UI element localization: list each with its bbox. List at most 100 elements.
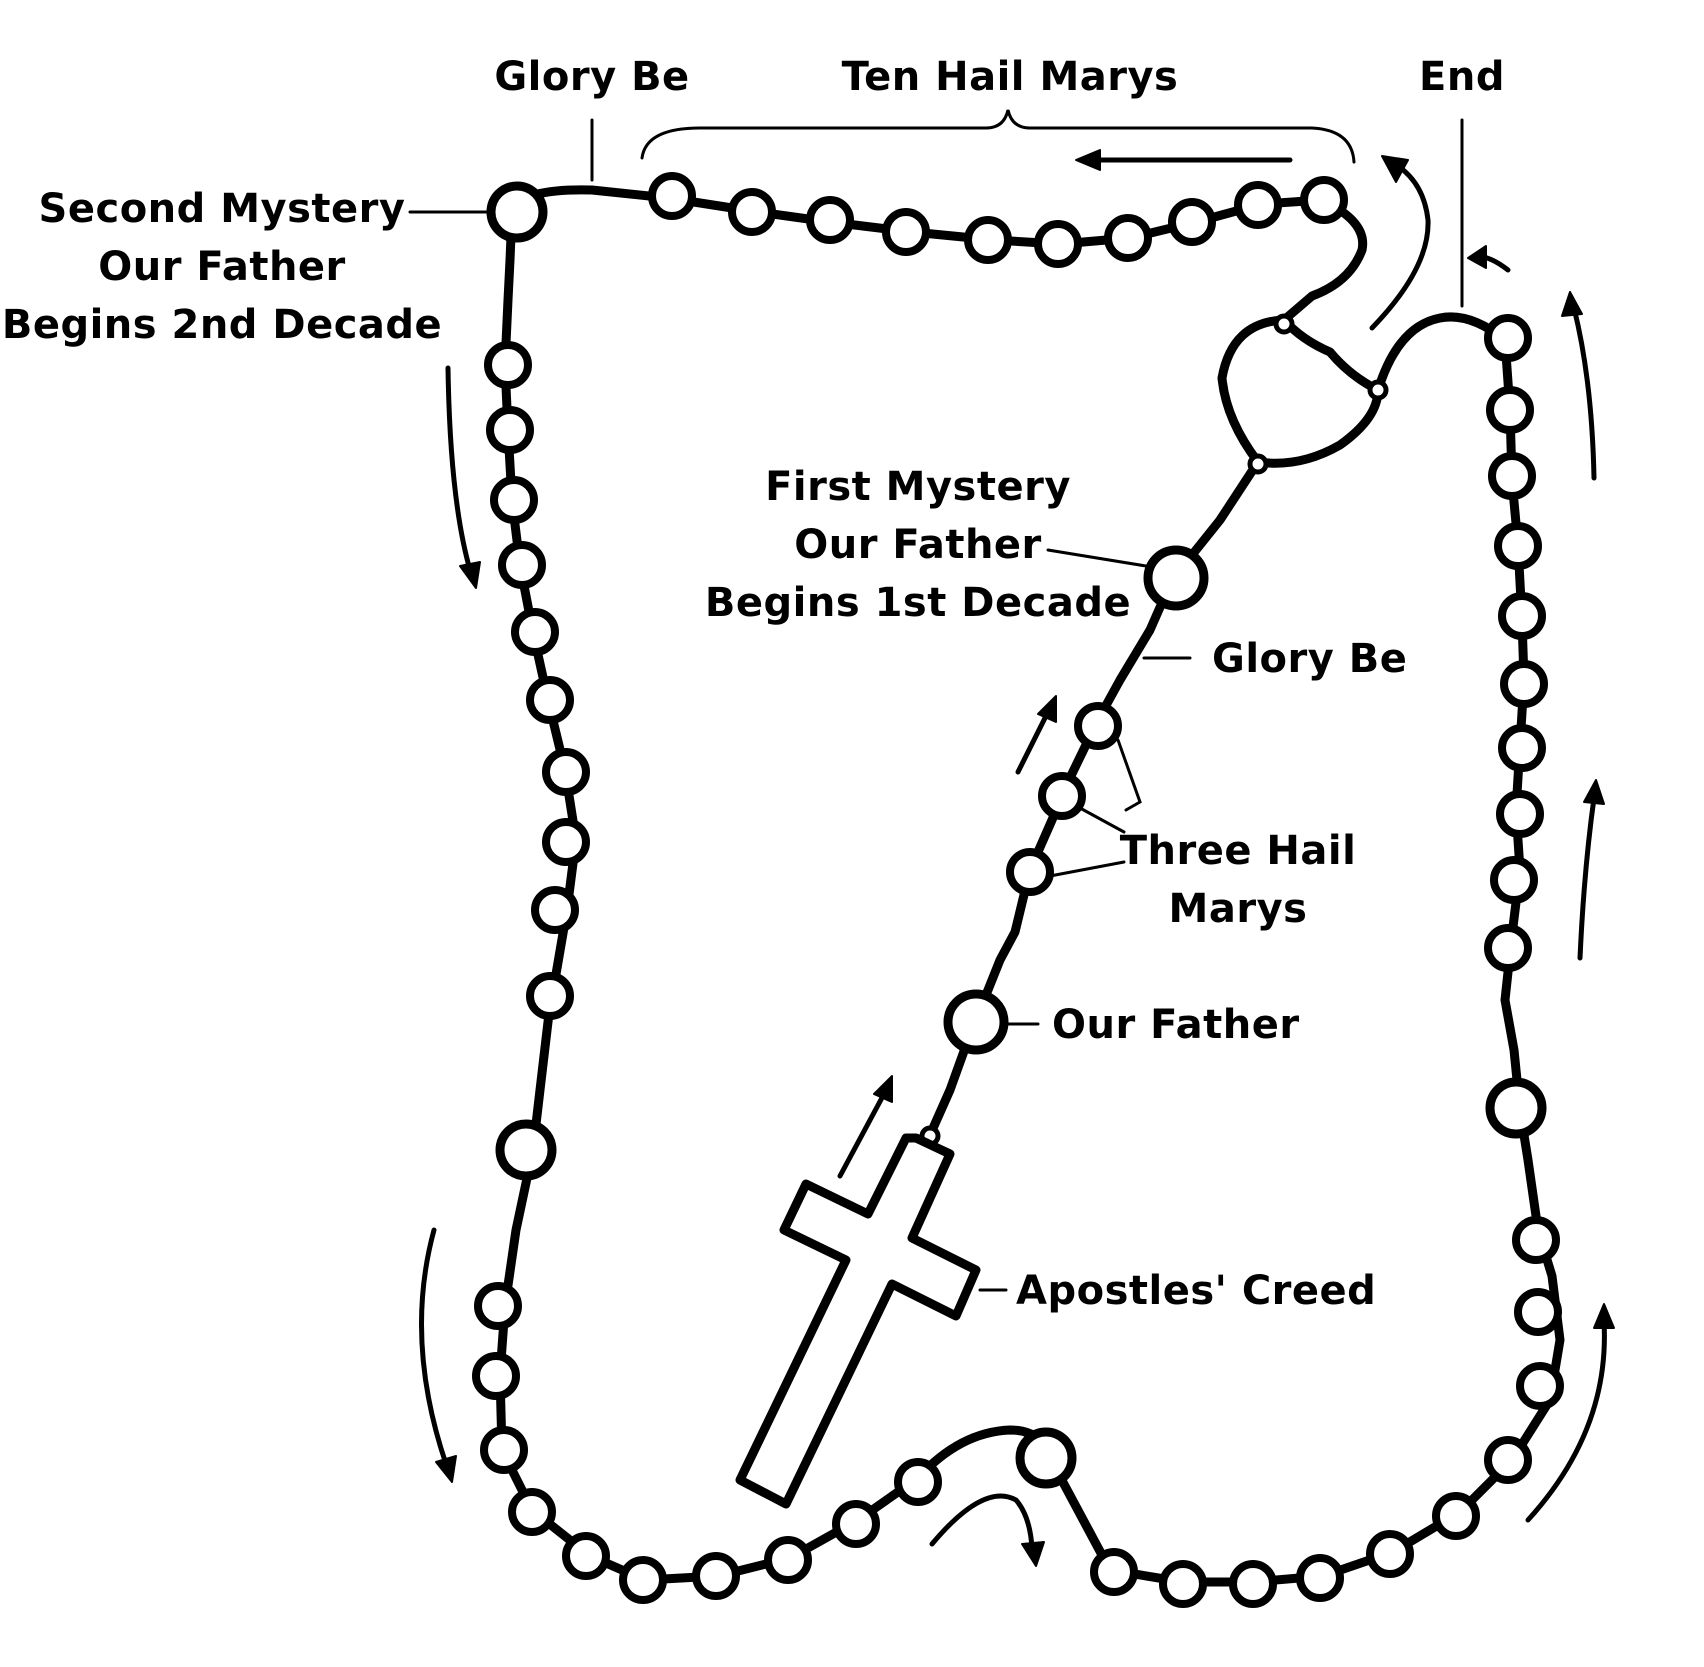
arrowhead-icon bbox=[873, 1075, 893, 1103]
bead bbox=[1496, 790, 1544, 838]
arrow-up-icon bbox=[1577, 795, 1597, 961]
arrow-down-icon bbox=[419, 1227, 449, 1467]
bead bbox=[882, 208, 930, 256]
bead bbox=[764, 1536, 812, 1584]
bead bbox=[1229, 1560, 1277, 1608]
bead bbox=[1486, 386, 1534, 434]
label-our-father: Our Father bbox=[1052, 1002, 1300, 1048]
label-ten-hail-marys: Ten Hail Marys bbox=[842, 54, 1179, 100]
arrow-up-icon bbox=[1015, 709, 1051, 775]
bead bbox=[1104, 214, 1152, 262]
label-glory-be-top: Glory Be bbox=[494, 54, 689, 100]
arrowhead-icon bbox=[1021, 1541, 1045, 1567]
hail-mary-bead bbox=[1006, 848, 1054, 896]
bead bbox=[1234, 181, 1282, 229]
label-second-mystery-line-2: Our Father bbox=[98, 244, 346, 290]
label-end: End bbox=[1419, 54, 1505, 100]
arrowhead-icon bbox=[1583, 779, 1605, 805]
arrow-up-icon bbox=[1525, 1319, 1607, 1523]
bead bbox=[1516, 1362, 1564, 1410]
arrowhead-icon bbox=[1037, 695, 1057, 723]
bead bbox=[484, 341, 532, 389]
bead bbox=[486, 406, 534, 454]
our-father-bead bbox=[943, 989, 1009, 1055]
hail-mary-bead bbox=[1074, 702, 1122, 750]
link-ring bbox=[1247, 453, 1269, 475]
label-first-mystery-line-1: First Mystery bbox=[765, 464, 1071, 510]
bead bbox=[806, 196, 854, 244]
our-father-bead bbox=[1015, 1427, 1077, 1489]
arrow-down-icon bbox=[445, 365, 473, 573]
bead bbox=[511, 608, 559, 656]
bead bbox=[1498, 724, 1546, 772]
hail-mary-bead bbox=[1038, 772, 1086, 820]
arrowhead-icon bbox=[1075, 149, 1101, 171]
bead bbox=[832, 1500, 880, 1548]
label-three-hail-marys-line-1: Three Hail bbox=[1120, 828, 1357, 874]
arrowhead-icon bbox=[1467, 245, 1487, 269]
bead bbox=[1488, 452, 1536, 500]
label-glory-be-stem: Glory Be bbox=[1212, 636, 1407, 682]
bead bbox=[498, 541, 546, 589]
label-second-mystery-line-3: Begins 2nd Decade bbox=[2, 302, 442, 348]
bead bbox=[692, 1552, 740, 1600]
rosary-beads bbox=[472, 172, 1564, 1608]
bead bbox=[1494, 522, 1542, 570]
curved-arrow-icon bbox=[1369, 163, 1431, 331]
bead bbox=[1500, 660, 1548, 708]
bead bbox=[474, 1282, 522, 1330]
arrowhead-icon bbox=[1561, 291, 1583, 317]
bead bbox=[1090, 1548, 1138, 1596]
bead bbox=[1512, 1216, 1560, 1264]
our-father-bead bbox=[495, 1119, 557, 1181]
bead bbox=[1300, 176, 1348, 224]
bead bbox=[1490, 856, 1538, 904]
labels: Glory Be Ten Hail Marys End Second Myste… bbox=[2, 54, 1505, 1314]
bead bbox=[964, 216, 1012, 264]
label-first-mystery-line-2: Our Father bbox=[794, 522, 1042, 568]
bead bbox=[1366, 1530, 1414, 1578]
our-father-bead bbox=[486, 181, 548, 243]
bead bbox=[542, 748, 590, 796]
bead bbox=[480, 1426, 528, 1474]
arrowhead-icon bbox=[459, 561, 481, 589]
link-ring bbox=[1367, 379, 1389, 401]
bead bbox=[1484, 314, 1532, 362]
bead bbox=[562, 1532, 610, 1580]
arrowhead-icon bbox=[1381, 155, 1409, 183]
bead bbox=[472, 1352, 520, 1400]
bead bbox=[542, 818, 590, 866]
leader-lines bbox=[408, 109, 1464, 1292]
curved-arrow-icon bbox=[929, 1493, 1035, 1551]
bead bbox=[526, 676, 574, 724]
label-apostles-creed: Apostles' Creed bbox=[1016, 1268, 1376, 1314]
bead bbox=[1432, 1492, 1480, 1540]
our-father-bead bbox=[1485, 1077, 1547, 1139]
bead bbox=[1514, 1288, 1562, 1336]
bead bbox=[1484, 924, 1532, 972]
bead bbox=[526, 972, 574, 1020]
bead bbox=[1498, 592, 1546, 640]
label-three-hail-marys-line-2: Marys bbox=[1169, 886, 1308, 932]
arrowhead-icon bbox=[1593, 1303, 1615, 1329]
arrow-up-icon bbox=[1571, 305, 1597, 481]
bead bbox=[1159, 1560, 1207, 1608]
arrow-up-icon bbox=[837, 1091, 887, 1179]
direction-arrows bbox=[419, 149, 1615, 1567]
bead bbox=[648, 172, 696, 220]
bead bbox=[1296, 1554, 1344, 1602]
bead bbox=[508, 1488, 556, 1536]
first-mystery-bead bbox=[1143, 545, 1209, 611]
bead bbox=[728, 188, 776, 236]
arrowhead-icon bbox=[435, 1455, 457, 1483]
bead bbox=[619, 1556, 667, 1604]
bead bbox=[1484, 1436, 1532, 1484]
bead bbox=[531, 886, 579, 934]
bead bbox=[1034, 220, 1082, 268]
bead bbox=[490, 476, 538, 524]
link-ring bbox=[1273, 313, 1295, 335]
bead bbox=[894, 1458, 942, 1506]
label-first-mystery-line-3: Begins 1st Decade bbox=[705, 580, 1131, 626]
crucifix bbox=[735, 1133, 981, 1509]
